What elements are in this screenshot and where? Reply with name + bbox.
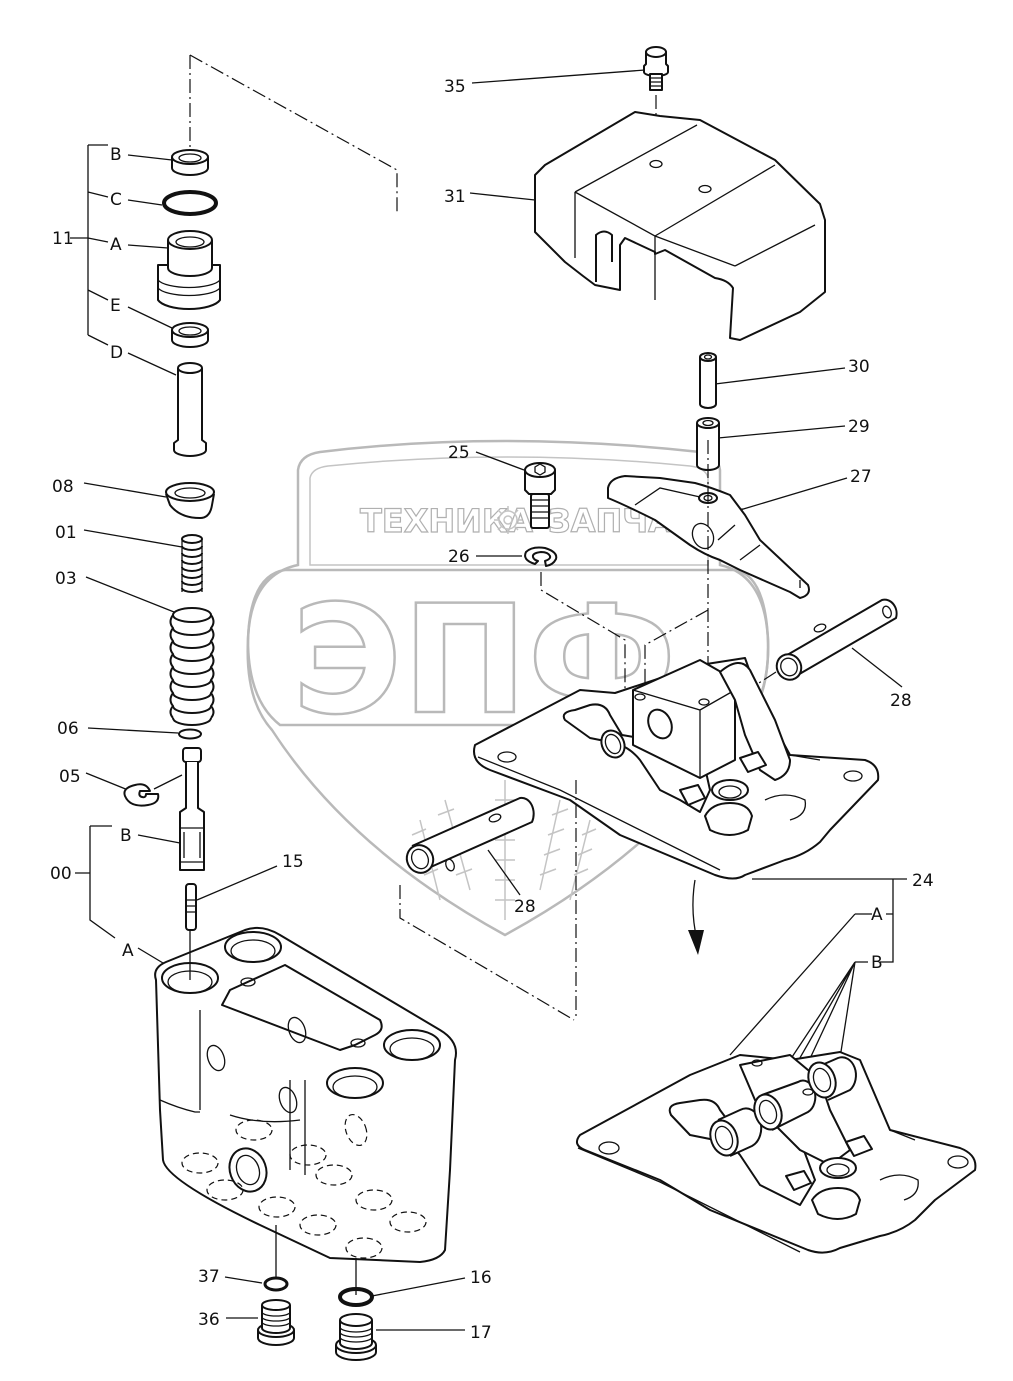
callout-24-B: B [871, 953, 883, 973]
callout-35: 35 [444, 77, 466, 97]
part-37-oring [263, 1276, 289, 1292]
callout-24: 24 [912, 871, 934, 891]
part-26-snap-ring [524, 546, 558, 567]
leader-11 [127, 154, 177, 376]
part-11A-bushing [157, 230, 221, 311]
centerline-26 [540, 572, 626, 720]
bushing-2 [753, 1079, 817, 1131]
callout-36: 36 [198, 1310, 220, 1330]
callout-15: 15 [282, 852, 304, 872]
callout-00: 00 [50, 864, 72, 884]
part-11E-seal [171, 322, 209, 348]
part-11D-sleeve [173, 362, 207, 457]
part-17-plug [335, 1313, 377, 1361]
group-11-bracket [70, 144, 109, 346]
callout-11-E: E [110, 296, 121, 316]
part-25-socket-bolt [524, 462, 556, 529]
callout-11-A: A [110, 235, 122, 255]
part-15-pin [185, 883, 197, 931]
watermark-text-left: ТЕХНИКА [360, 502, 533, 540]
callout-11: 11 [52, 229, 74, 249]
part-35-bolt [643, 46, 669, 91]
part-28-pin-left [405, 796, 535, 874]
part-11B-seal [171, 149, 209, 176]
part-11C-oring [162, 190, 218, 216]
callout-16: 16 [470, 1268, 492, 1288]
part-05-retainer [123, 783, 160, 807]
callout-06: 06 [57, 719, 79, 739]
gear-icon [494, 506, 522, 534]
callout-28-right: 28 [890, 691, 912, 711]
part-31-cover [534, 111, 826, 341]
part-03-outer-spring [169, 607, 215, 726]
part-00A-valve-body [154, 926, 457, 1263]
callout-25: 25 [448, 443, 470, 463]
callout-26: 26 [448, 547, 470, 567]
callout-17: 17 [470, 1323, 492, 1343]
part-08-spring-seat [165, 482, 215, 519]
callout-29: 29 [848, 417, 870, 437]
part-16-oring [338, 1287, 374, 1307]
callout-28-left: 28 [514, 897, 536, 917]
bushing-1 [709, 1107, 763, 1157]
arrow-down-icon [688, 879, 704, 955]
bushing-3 [807, 1056, 857, 1101]
part-36-plug [257, 1299, 295, 1346]
callout-11-B: B [110, 145, 122, 165]
callout-08: 08 [52, 477, 74, 497]
callout-11-D: D [110, 343, 123, 363]
callout-01: 01 [55, 523, 77, 543]
part-24-bracket [473, 657, 880, 880]
watermark-shield-inner [309, 456, 709, 566]
group-24-bracket [752, 878, 907, 963]
callout-05: 05 [59, 767, 81, 787]
part-30-pin [699, 352, 717, 409]
part-00B-spool [179, 747, 205, 871]
callout-30: 30 [848, 357, 870, 377]
callout-00-A: A [122, 941, 134, 961]
callout-03: 03 [55, 569, 77, 589]
part-01-inner-spring [181, 534, 203, 593]
callout-37: 37 [198, 1267, 220, 1287]
callout-24-A: A [871, 905, 883, 925]
part-24-bracket-assembled [575, 1051, 977, 1254]
centerline-top [189, 54, 398, 215]
group-00-bracket [75, 825, 181, 967]
part-28-pin-right [775, 598, 898, 681]
callout-27: 27 [850, 467, 872, 487]
callout-11-C: C [110, 190, 122, 210]
part-06-washer [178, 728, 202, 740]
callout-31: 31 [444, 187, 466, 207]
callout-00-B: B [120, 826, 132, 846]
